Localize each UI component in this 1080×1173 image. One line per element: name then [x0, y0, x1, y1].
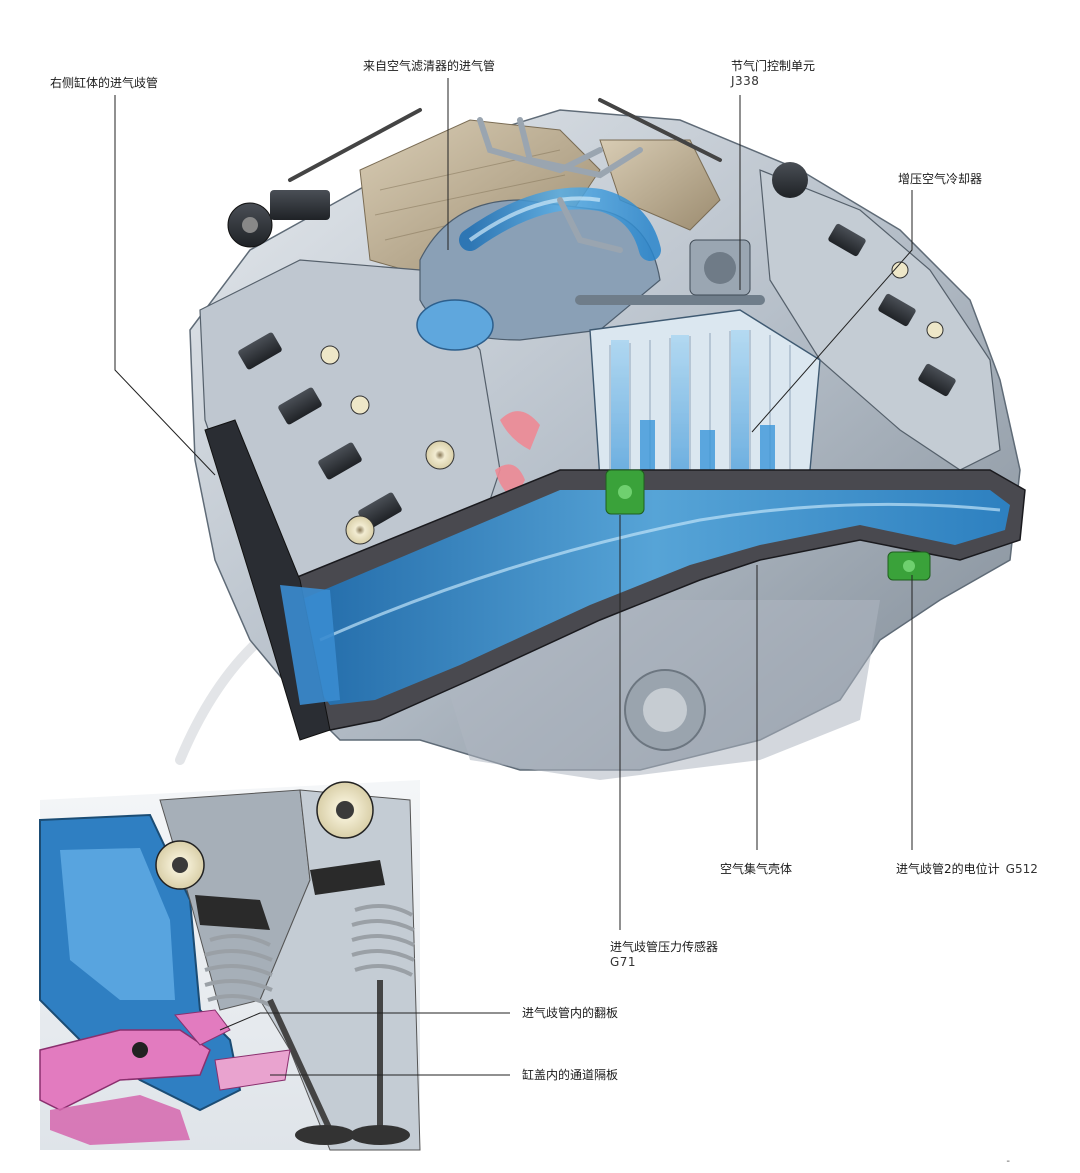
label-text: 进气歧管压力传感器	[610, 940, 719, 954]
label-code: G71	[610, 955, 637, 969]
label-air-plenum: 空气集气壳体	[720, 862, 792, 877]
label-pressure-sensor: 进气歧管压力传感器 G71	[610, 940, 718, 970]
label-channel-divider: 缸盖内的通道隔板	[522, 1068, 618, 1083]
page-mark: -	[1006, 1156, 1010, 1167]
label-text: 空气集气壳体	[720, 862, 793, 876]
pressure-sensor-g71	[605, 469, 645, 515]
right-bank-manifold	[204, 419, 340, 741]
label-text: 进气歧管2的电位计	[896, 862, 1000, 876]
label-text: 增压空气冷却器	[898, 172, 983, 186]
label-text: 右侧缸体的进气歧管	[50, 76, 159, 90]
label-throttle-unit: 节气门控制单元 J338	[731, 59, 815, 89]
label-code: G512	[1005, 862, 1038, 876]
label-right-bank-manifold: 右侧缸体的进气歧管	[50, 76, 158, 91]
right-cylinder-head	[598, 98, 1001, 471]
label-text: 缸盖内的通道隔板	[522, 1068, 619, 1082]
label-text: 节气门控制单元	[731, 59, 816, 73]
potentiometer-g512	[887, 551, 931, 581]
label-manifold-flap: 进气歧管内的翻板	[522, 1006, 618, 1021]
throttle-body	[689, 239, 751, 296]
label-text: 进气歧管内的翻板	[522, 1006, 619, 1020]
left-cylinder-head	[199, 259, 501, 591]
air-plenum-housing	[289, 469, 1026, 731]
label-text: 来自空气滤清器的进气管	[363, 59, 496, 73]
leader-lines	[114, 78, 913, 1076]
coil-pack-left	[227, 108, 422, 248]
label-charge-air-cooler: 增压空气冷却器	[898, 172, 982, 187]
inset-detail	[39, 780, 421, 1151]
coolant-pipes	[477, 117, 643, 253]
label-code: J338	[731, 74, 760, 88]
label-potentiometer: 进气歧管2的电位计 G512	[896, 862, 1038, 877]
label-intake-from-filter: 来自空气滤清器的进气管	[363, 59, 495, 74]
